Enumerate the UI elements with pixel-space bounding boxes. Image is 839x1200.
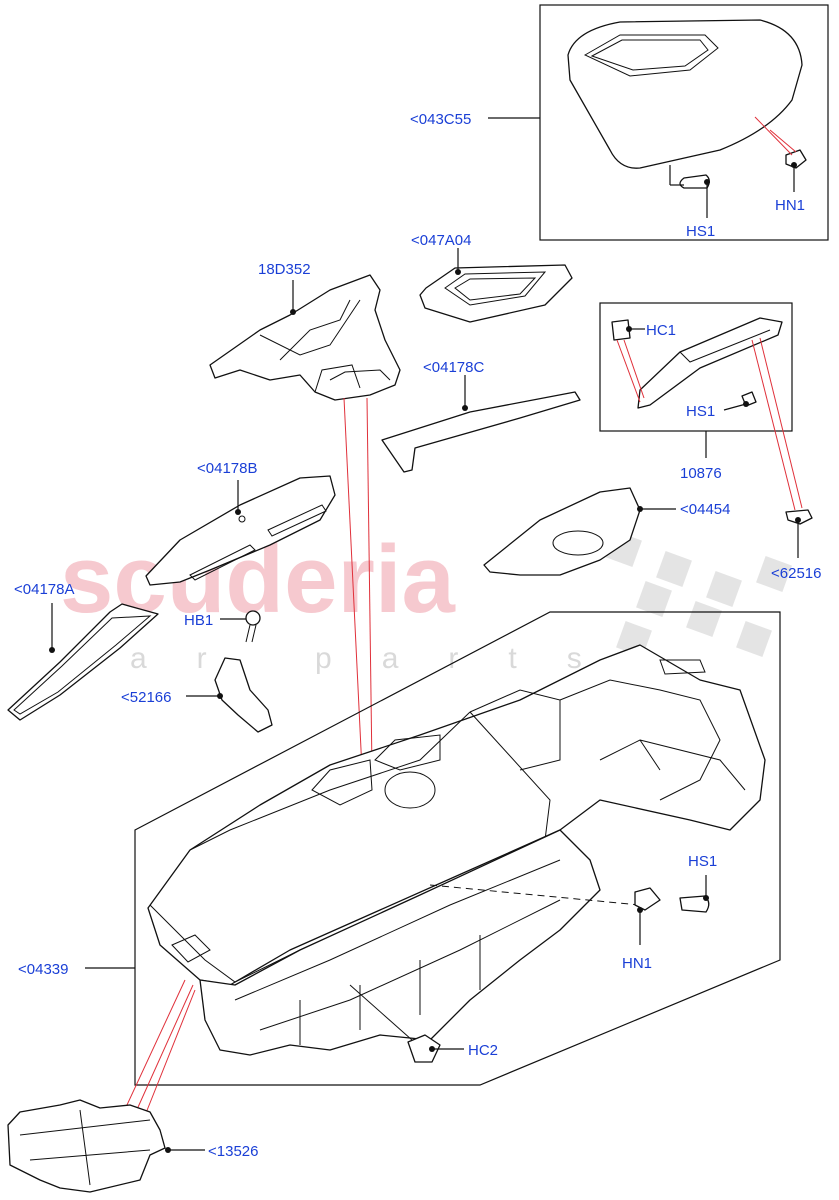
frame-043C55 — [539, 4, 829, 241]
label-hs1-mid: HS1 — [686, 403, 715, 420]
label-hs1-top: HS1 — [686, 223, 715, 240]
label-hn1-top: HN1 — [775, 197, 805, 214]
group-04454 — [483, 487, 676, 576]
label-04454: <04454 — [680, 501, 730, 518]
part-04339-lower-structure — [199, 829, 601, 1056]
part-hb1-bolt-head — [245, 610, 261, 626]
red-leader-18D352-a — [343, 397, 363, 771]
group-13526 — [7, 979, 205, 1193]
label-62516: <62516 — [771, 565, 821, 582]
label-18D352: 18D352 — [258, 261, 311, 278]
watermark-sub: car parts — [65, 642, 632, 675]
label-10876: 10876 — [680, 465, 722, 482]
label-hc1: HC1 — [646, 322, 676, 339]
group-04178A — [7, 603, 159, 721]
part-13526-mat — [7, 1099, 166, 1193]
frame-04339 — [134, 611, 781, 1086]
label-04178A: <04178A — [14, 581, 74, 598]
part-04178C-trim — [381, 391, 581, 473]
frame-10876 — [599, 302, 793, 432]
part-hc1-clip — [611, 319, 631, 341]
part-04454-panel — [483, 487, 641, 576]
group-04178B — [145, 475, 336, 586]
label-hb1: HB1 — [184, 612, 213, 629]
group-043C55 — [488, 4, 829, 241]
part-04178B-panel — [145, 475, 336, 586]
part-hn1-nut-low — [634, 887, 661, 911]
label-52166: <52166 — [121, 689, 171, 706]
watermark-checker — [606, 531, 792, 657]
label-04178B: <04178B — [197, 460, 257, 477]
group-52166 — [186, 610, 273, 733]
part-043C55-cover — [567, 19, 803, 169]
group-04339 — [85, 611, 781, 1086]
label-04178C: <04178C — [423, 359, 484, 376]
label-hc2: HC2 — [468, 1042, 498, 1059]
group-04178C — [381, 375, 581, 473]
group-18D352 — [209, 274, 401, 401]
watermark: scuderia car parts — [60, 526, 792, 675]
label-043C55: <043C55 — [410, 111, 471, 128]
label-hs1-low: HS1 — [688, 853, 717, 870]
group-047A04 — [419, 248, 573, 323]
part-62516-nut — [785, 509, 813, 525]
part-18D352-bracket — [209, 274, 401, 401]
label-13526: <13526 — [208, 1143, 258, 1160]
part-04178A-pad — [7, 603, 159, 721]
group-10876 — [599, 302, 793, 458]
label-04339: <04339 — [18, 961, 68, 978]
red-leader-18D352-b — [366, 397, 373, 771]
label-hn1-low: HN1 — [622, 955, 652, 972]
label-047A04: <047A04 — [411, 232, 471, 249]
part-hc2-clip — [407, 1034, 441, 1063]
part-52166-bracket — [214, 657, 273, 733]
part-10876-bracket — [637, 317, 783, 409]
